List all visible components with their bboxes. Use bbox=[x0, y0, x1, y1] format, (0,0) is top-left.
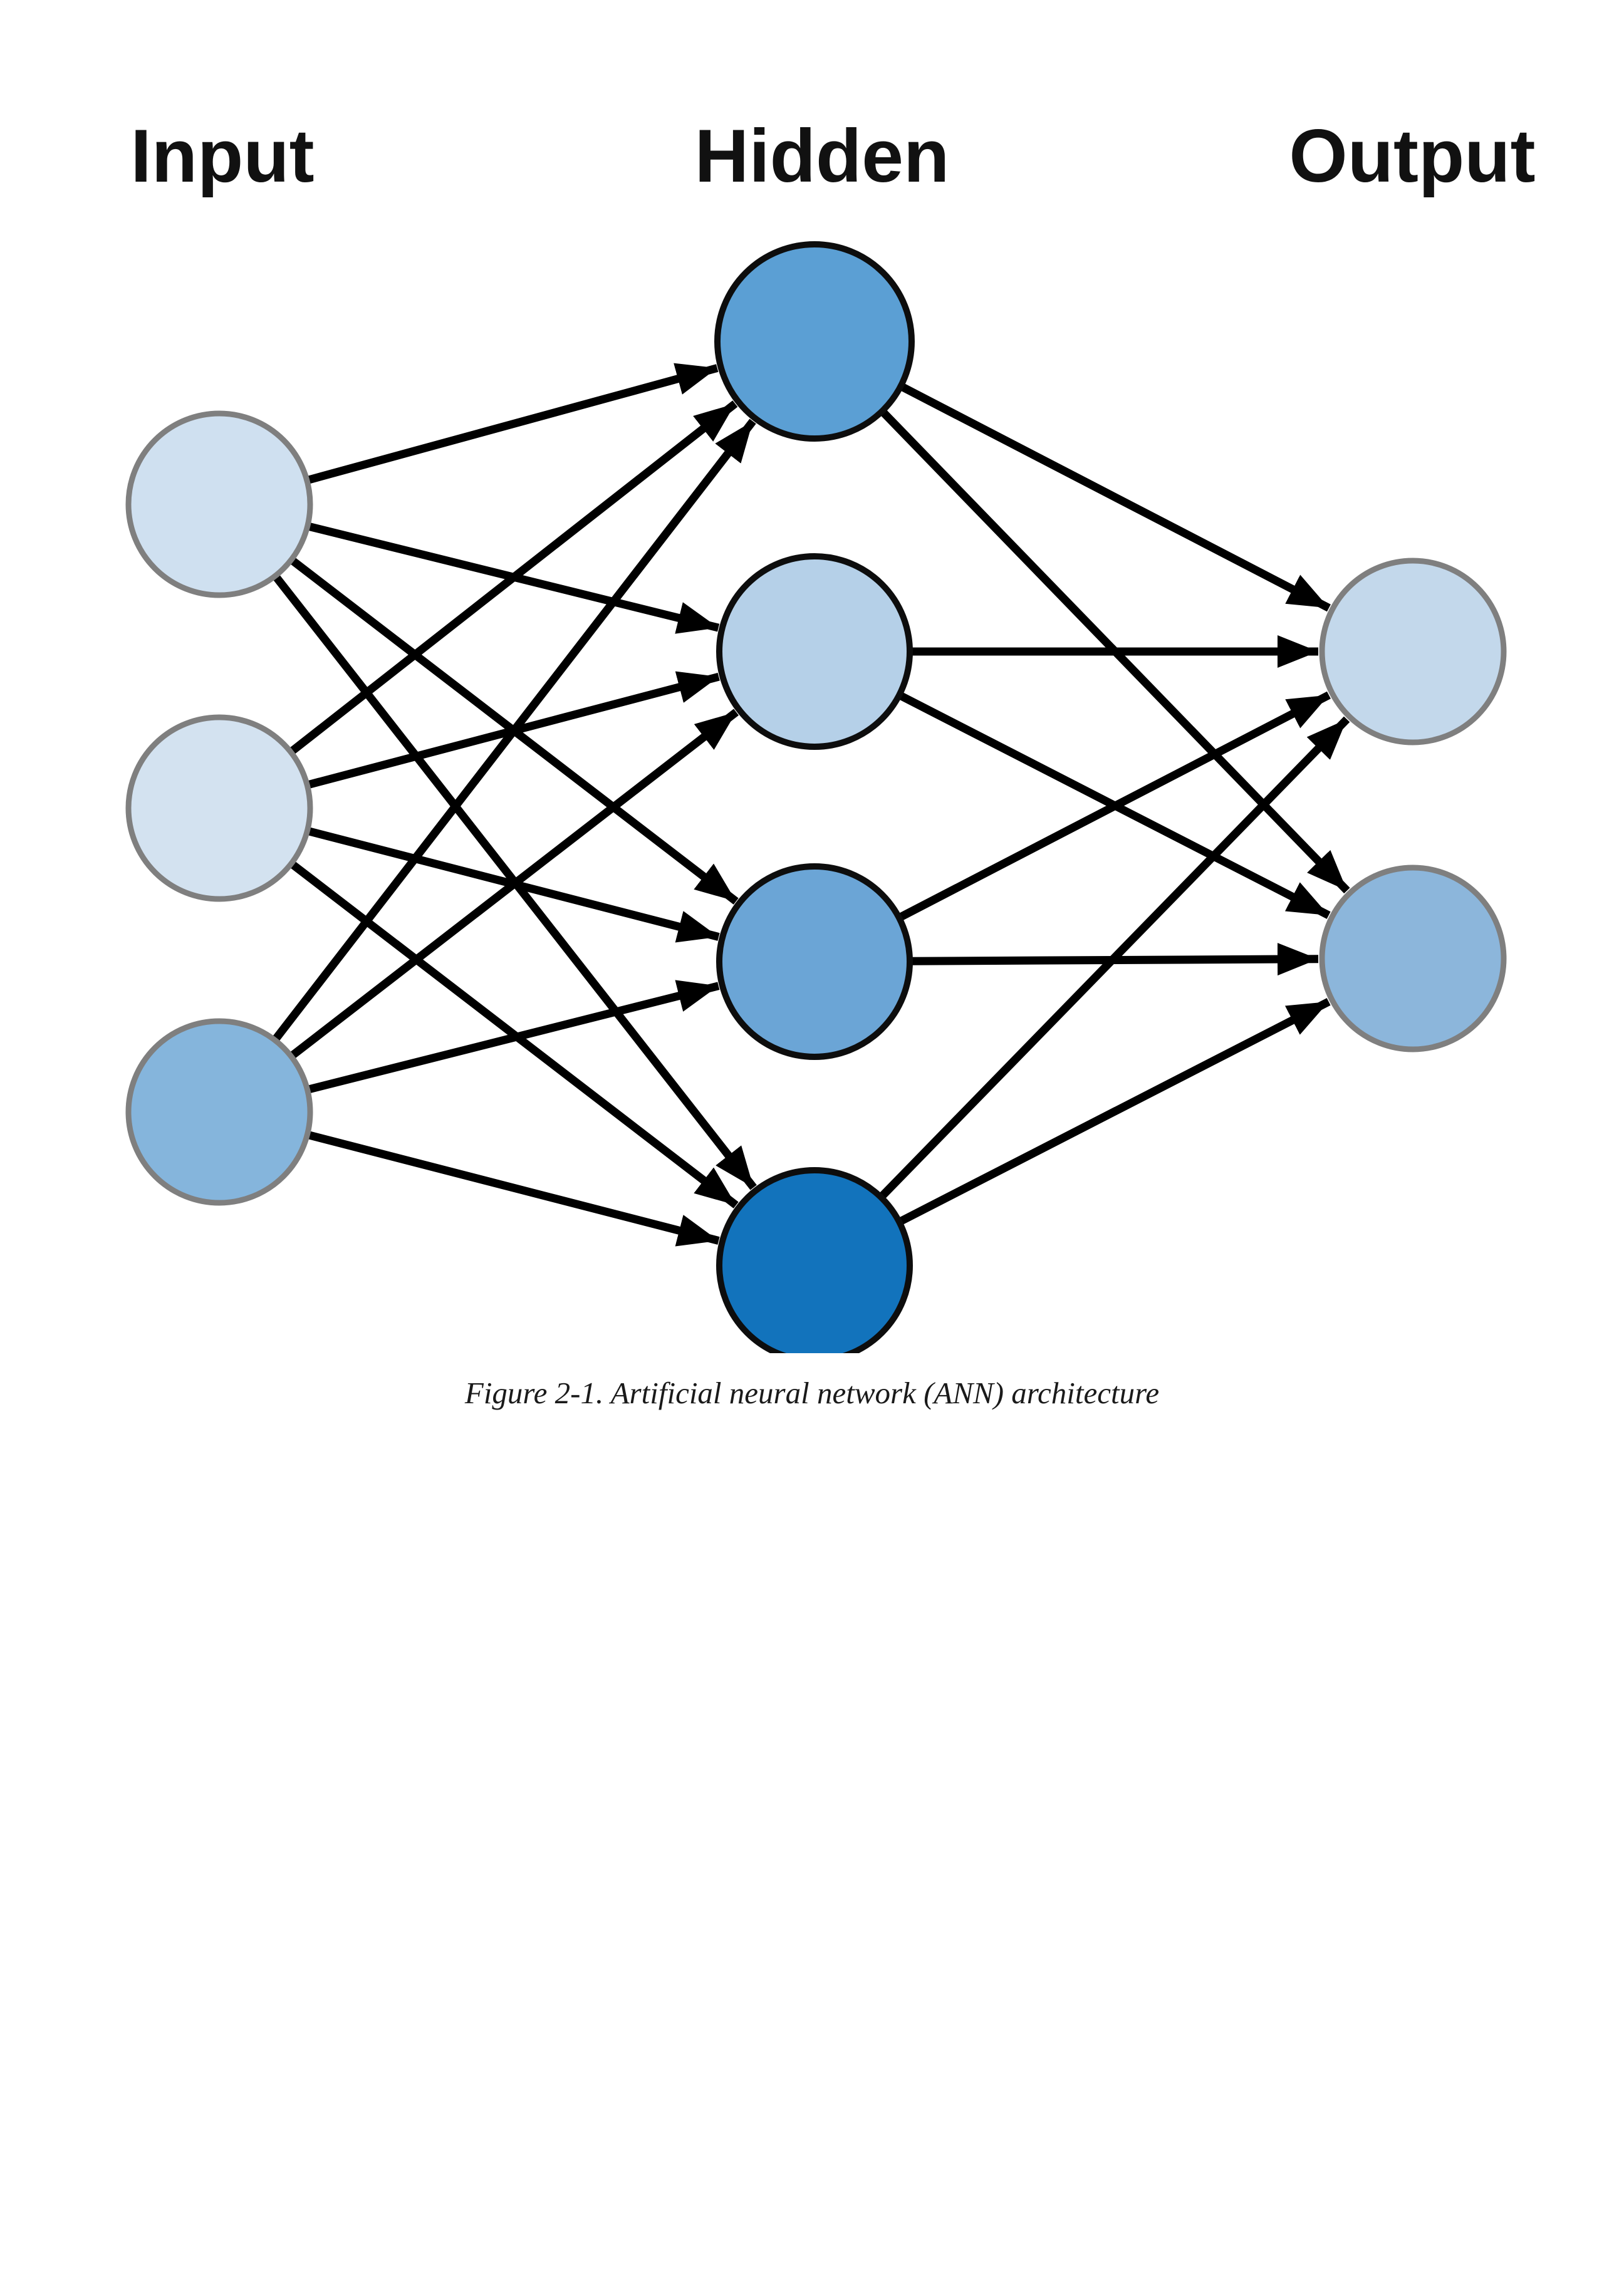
ann-diagram: Input Hidden Output bbox=[125, 114, 1536, 1364]
layer-label-output: Output bbox=[1289, 114, 1535, 198]
ann-diagram-svg: Input Hidden Output bbox=[125, 114, 1536, 1364]
layer-label-input: Input bbox=[130, 114, 314, 198]
node-hidden-1 bbox=[714, 241, 915, 442]
edge-input-3-to-hidden-3 bbox=[306, 980, 720, 1094]
edge-input-3-to-hidden-2 bbox=[288, 709, 739, 1060]
nodes-group bbox=[125, 241, 1507, 1364]
node-hidden-3 bbox=[716, 863, 913, 1060]
node-input-2 bbox=[125, 714, 313, 902]
edge-input-1-to-hidden-1 bbox=[306, 363, 719, 484]
layer-label-hidden: Hidden bbox=[695, 114, 950, 198]
edge-hidden-3-to-output-1 bbox=[897, 691, 1331, 922]
edge-input-2-to-hidden-1 bbox=[288, 400, 738, 756]
figure-caption: Figure 2-1. Artificial neural network (A… bbox=[464, 1376, 1160, 1410]
node-output-1 bbox=[1319, 558, 1507, 745]
edges-group bbox=[271, 363, 1350, 1247]
node-output-2 bbox=[1319, 865, 1507, 1052]
node-hidden-2 bbox=[716, 553, 913, 750]
edge-hidden-4-to-output-1 bbox=[878, 716, 1350, 1200]
edge-input-3-to-hidden-4 bbox=[306, 1130, 720, 1247]
edge-input-3-to-hidden-1 bbox=[271, 418, 756, 1043]
node-hidden-4 bbox=[716, 1167, 913, 1364]
labels-group: Input Hidden Output bbox=[130, 114, 1535, 198]
edge-hidden-4-to-output-2 bbox=[897, 998, 1331, 1226]
edge-hidden-1-to-output-1 bbox=[898, 382, 1331, 612]
node-input-3 bbox=[125, 1018, 313, 1206]
node-input-1 bbox=[125, 410, 313, 598]
